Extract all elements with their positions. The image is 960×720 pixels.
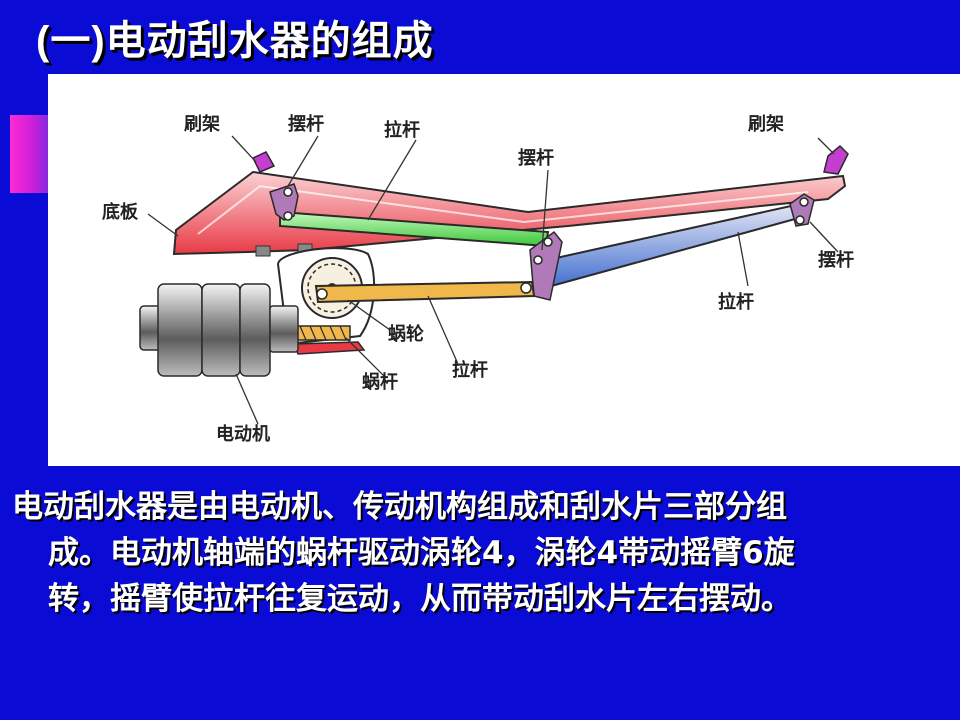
worm-shape [293,325,351,341]
label-worm: 蜗杆 [362,371,398,393]
label-pull-rod-right: 拉杆 [718,291,754,313]
title-text: 电动刮水器的组成 [105,18,434,64]
label-brush-frame-right: 刷架 [748,113,784,135]
bolt-1 [255,245,271,257]
slide-title: (一) 电动刮水器的组成 [36,2,434,72]
motor-shape [139,283,299,377]
wiper-diagram: 刷架 摆杆 拉杆 摆杆 刷架 底板 摆杆 拉杆 蜗轮 拉杆 蜗杆 电动机 [102,113,854,445]
decorative-accent-bar [10,115,50,193]
description-text: 电动刮水器是由电动机、传动机构组成和刮水片三部分组 成。电动机轴端的蜗杆驱动涡轮… [12,484,952,622]
pivot-mid-center [533,255,543,265]
leader-lines [147,135,839,425]
label-pull-rod-top: 拉杆 [384,119,420,141]
label-brush-frame-left: 刷架 [184,113,220,135]
label-swing-rod-mid: 摆杆 [518,147,554,169]
pivot-left-bottom [283,211,293,221]
pivot-orange-left [316,288,328,300]
brush-frame-right-shape [823,144,849,175]
pivot-left-top [283,187,293,197]
title-number: (一) [36,19,106,63]
label-swing-rod-top: 摆杆 [288,113,324,135]
orange-pull-rod-shape [314,280,536,304]
worm-bracket [292,341,366,355]
label-swing-rod-right: 摆杆 [818,249,854,271]
pivot-right-top [799,197,809,207]
base-plate-inner [197,184,809,235]
description-line-2: 成。电动机轴端的蜗杆驱动涡轮4，涡轮4带动摇臂6旋 [48,535,795,571]
pivot-orange-right [520,282,532,294]
label-worm-wheel: 蜗轮 [388,323,424,345]
brush-frame-left-shape [251,151,276,173]
label-motor: 电动机 [216,423,270,445]
label-base-plate: 底板 [102,201,139,223]
pivot-mid-top [543,237,553,247]
description-line-3: 转，摇臂使拉杆往复运动，从而带动刮水片左右摆动。 [48,581,792,617]
diagram-panel: 刷架 摆杆 拉杆 摆杆 刷架 底板 摆杆 拉杆 蜗轮 拉杆 蜗杆 电动机 [48,74,960,466]
label-pull-rod-bottom: 拉杆 [452,359,488,381]
pivot-right-bottom [795,215,805,225]
description-line-1: 电动刮水器是由电动机、传动机构组成和刮水片三部分组 [12,489,787,525]
